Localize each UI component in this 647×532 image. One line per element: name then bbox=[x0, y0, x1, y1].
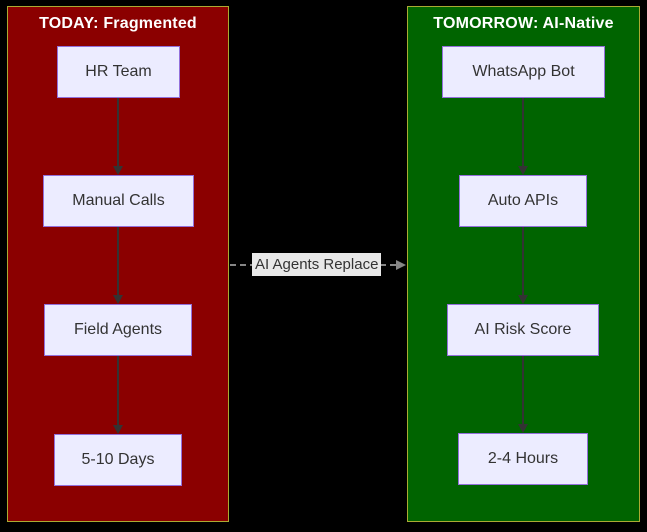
edge-field-to-days bbox=[117, 356, 119, 425]
edge-risk-to-hours bbox=[522, 356, 524, 424]
node-2-4-hours: 2-4 Hours bbox=[458, 433, 588, 485]
node-5-10-days: 5-10 Days bbox=[54, 434, 182, 486]
edge-whatsapp-to-apis bbox=[522, 98, 524, 166]
node-whatsapp-bot: WhatsApp Bot bbox=[442, 46, 605, 98]
arrowhead-down-icon bbox=[518, 295, 528, 304]
arrowhead-down-icon bbox=[113, 166, 123, 175]
node-ai-risk-score: AI Risk Score bbox=[447, 304, 599, 356]
edge-hr-to-manual bbox=[117, 98, 119, 166]
arrowhead-down-icon bbox=[518, 424, 528, 433]
edge-apis-to-risk bbox=[522, 227, 524, 295]
arrowhead-down-icon bbox=[113, 425, 123, 434]
node-manual-calls: Manual Calls bbox=[43, 175, 194, 227]
edge-label-ai-agents-replace: AI Agents Replace bbox=[252, 253, 382, 276]
arrowhead-right-icon bbox=[396, 260, 406, 270]
panel-tomorrow-title: TOMORROW: AI-Native bbox=[433, 15, 614, 32]
node-hr-team: HR Team bbox=[57, 46, 180, 98]
node-auto-apis: Auto APIs bbox=[459, 175, 587, 227]
panel-today-title: TODAY: Fragmented bbox=[39, 15, 197, 32]
node-field-agents: Field Agents bbox=[44, 304, 192, 356]
edge-manual-to-field bbox=[117, 227, 119, 295]
arrowhead-down-icon bbox=[113, 295, 123, 304]
arrowhead-down-icon bbox=[518, 166, 528, 175]
